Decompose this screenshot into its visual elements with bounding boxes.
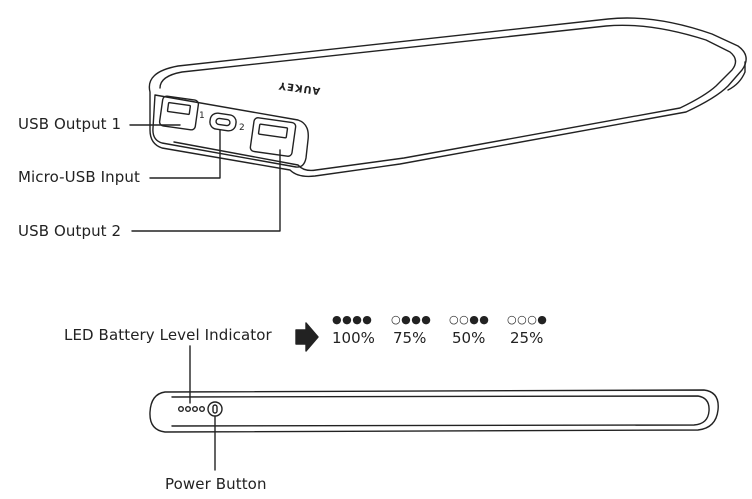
arrow-icon xyxy=(295,322,319,352)
power-button-icon xyxy=(207,401,223,417)
led-dot-4 xyxy=(198,406,205,413)
battery-percent-25: 25% xyxy=(510,329,544,347)
usb-port-1-shape xyxy=(158,95,200,131)
battery-percent-50: 50% xyxy=(452,329,486,347)
micro-usb-port-shape xyxy=(209,112,237,132)
battery-level-100: ●●●● 100% xyxy=(332,314,375,346)
battery-dots-75: ○●●● xyxy=(391,313,432,326)
power-bank-edge-line xyxy=(727,61,746,91)
led-dot-3 xyxy=(191,406,198,413)
battery-dots-50: ○○●● xyxy=(449,313,490,326)
leader-usb-output-2 xyxy=(131,149,281,232)
port-1-mark: 1 xyxy=(199,111,205,121)
battery-dots-25: ○○○● xyxy=(507,313,548,326)
power-bank-side-outline xyxy=(149,389,719,433)
battery-percent-75: 75% xyxy=(393,329,427,347)
label-micro-usb-input: Micro-USB Input xyxy=(18,168,140,186)
leader-micro-usb xyxy=(149,129,221,179)
battery-percent-100: 100% xyxy=(332,329,375,347)
label-usb-output-2: USB Output 2 xyxy=(18,222,122,240)
battery-level-75: ○●●● 75% xyxy=(391,314,431,346)
power-bank-top-outline xyxy=(148,17,747,178)
battery-level-25: ○○○● 25% xyxy=(507,314,547,346)
label-usb-output-1: USB Output 1 xyxy=(18,115,122,133)
power-bank-side-inner xyxy=(171,395,710,427)
battery-dots-100: ●●●● xyxy=(332,313,373,326)
label-led-indicator: LED Battery Level Indicator xyxy=(64,326,272,344)
power-bank-top-face xyxy=(159,24,737,172)
led-dot-1 xyxy=(177,406,184,413)
usb-port-2-shape xyxy=(249,117,297,157)
port-panel xyxy=(152,94,309,168)
led-dot-2 xyxy=(184,406,191,413)
battery-level-50: ○○●● 50% xyxy=(449,314,489,346)
label-power-button: Power Button xyxy=(165,475,267,493)
port-2-mark: 2 xyxy=(239,123,245,133)
